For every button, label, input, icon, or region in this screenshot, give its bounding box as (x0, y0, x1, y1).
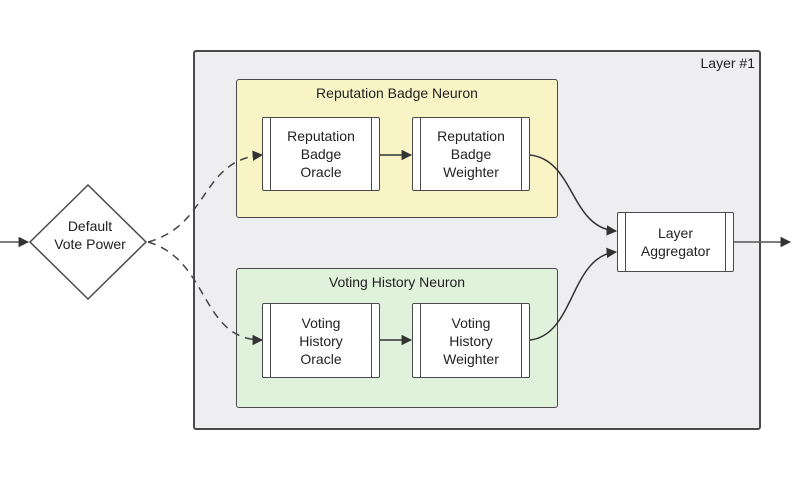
process-label: Layer Aggregator (640, 225, 711, 259)
layer-title: Layer #1 (700, 55, 755, 71)
dashed-branch-top (147, 150, 264, 243)
neuron-title: Reputation Badge Neuron (316, 85, 478, 101)
voting-history-weighter: Voting History Weighter (412, 303, 530, 378)
reputation-badge-oracle: Reputation Badge Oracle (262, 117, 380, 191)
dashed-branch-bottom (147, 241, 264, 346)
process-label: Reputation Badge Weighter (437, 128, 505, 180)
layer-aggregator: Layer Aggregator (617, 212, 734, 272)
default-vote-power-diamond (28, 183, 148, 301)
voting-history-oracle: Voting History Oracle (262, 303, 380, 378)
neuron-title: Voting History Neuron (328, 274, 466, 290)
reputation-badge-weighter: Reputation Badge Weighter (412, 117, 530, 191)
process-label: Reputation Badge Oracle (287, 128, 355, 180)
default-vote-power-label: Default Vote Power (54, 218, 126, 252)
arrow-weighter-to-aggregator-1 (529, 154, 618, 236)
arrow-weighter-to-aggregator-2 (529, 247, 618, 341)
process-label: Voting History Oracle (299, 314, 343, 367)
process-label: Voting History Weighter (443, 314, 499, 367)
